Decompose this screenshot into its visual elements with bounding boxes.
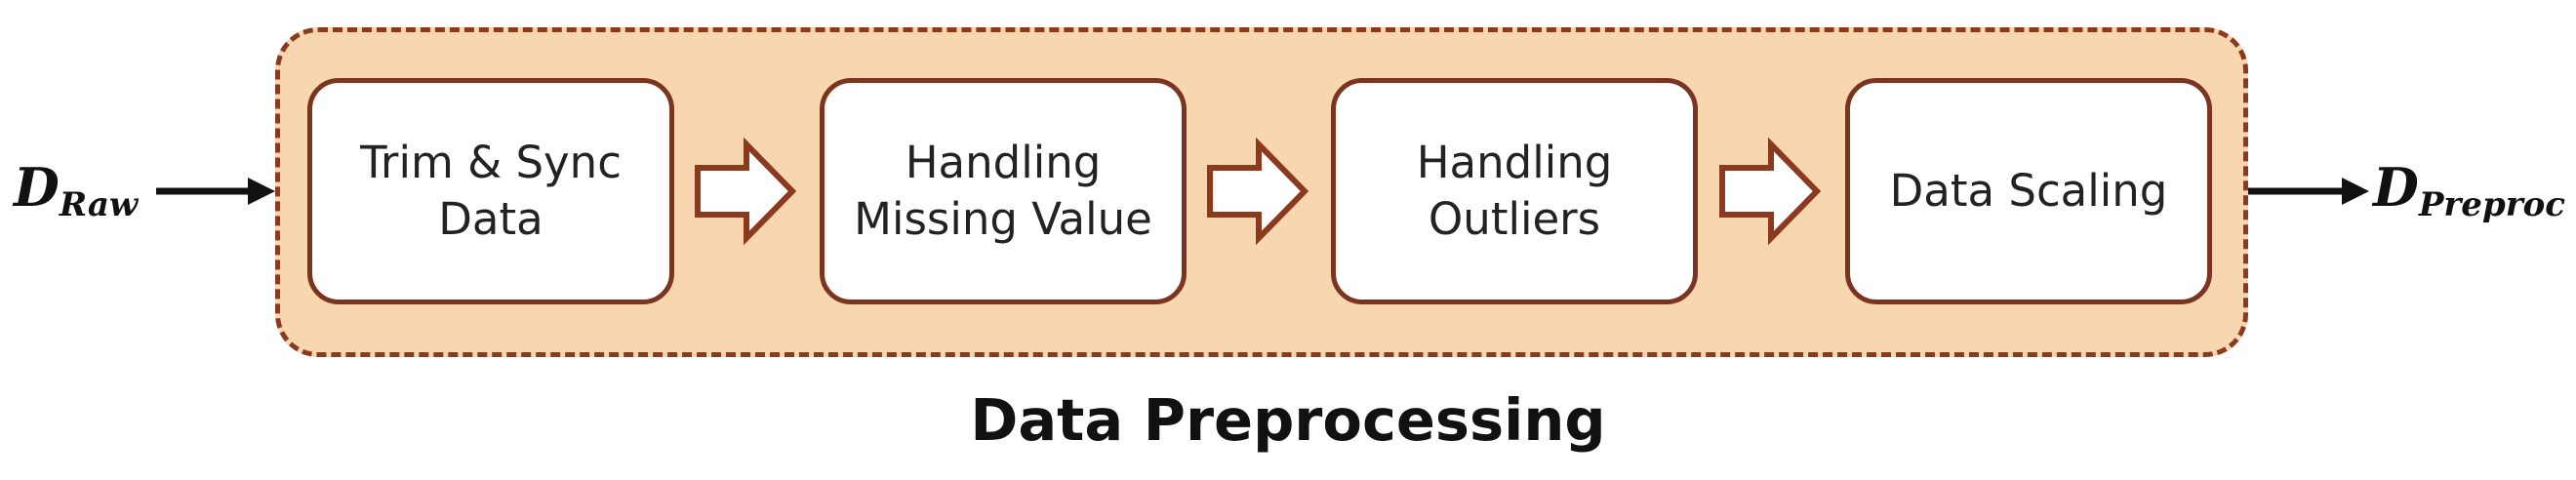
block-arrow-3 bbox=[1719, 137, 1822, 246]
step-trim-sync: Trim & Sync Data bbox=[307, 78, 674, 304]
input-arrow bbox=[156, 178, 275, 205]
step-missing-value: Handling Missing Value bbox=[820, 78, 1187, 304]
block-arrow-1 bbox=[695, 137, 797, 246]
output-arrow bbox=[2248, 178, 2369, 205]
output-label-d-preproc: DPreproc bbox=[2373, 156, 2565, 224]
diagram-caption: Data Preprocessing bbox=[970, 386, 1606, 454]
input-label-d-raw: DRaw bbox=[14, 156, 138, 224]
output-label-main: D bbox=[2373, 156, 2419, 219]
input-label-sub: Raw bbox=[59, 185, 139, 224]
step-outliers: Handling Outliers bbox=[1331, 78, 1698, 304]
block-arrow-2 bbox=[1207, 137, 1309, 246]
step-data-scaling: Data Scaling bbox=[1845, 78, 2212, 304]
output-label-sub: Preproc bbox=[2418, 185, 2566, 224]
input-label-main: D bbox=[14, 156, 60, 219]
